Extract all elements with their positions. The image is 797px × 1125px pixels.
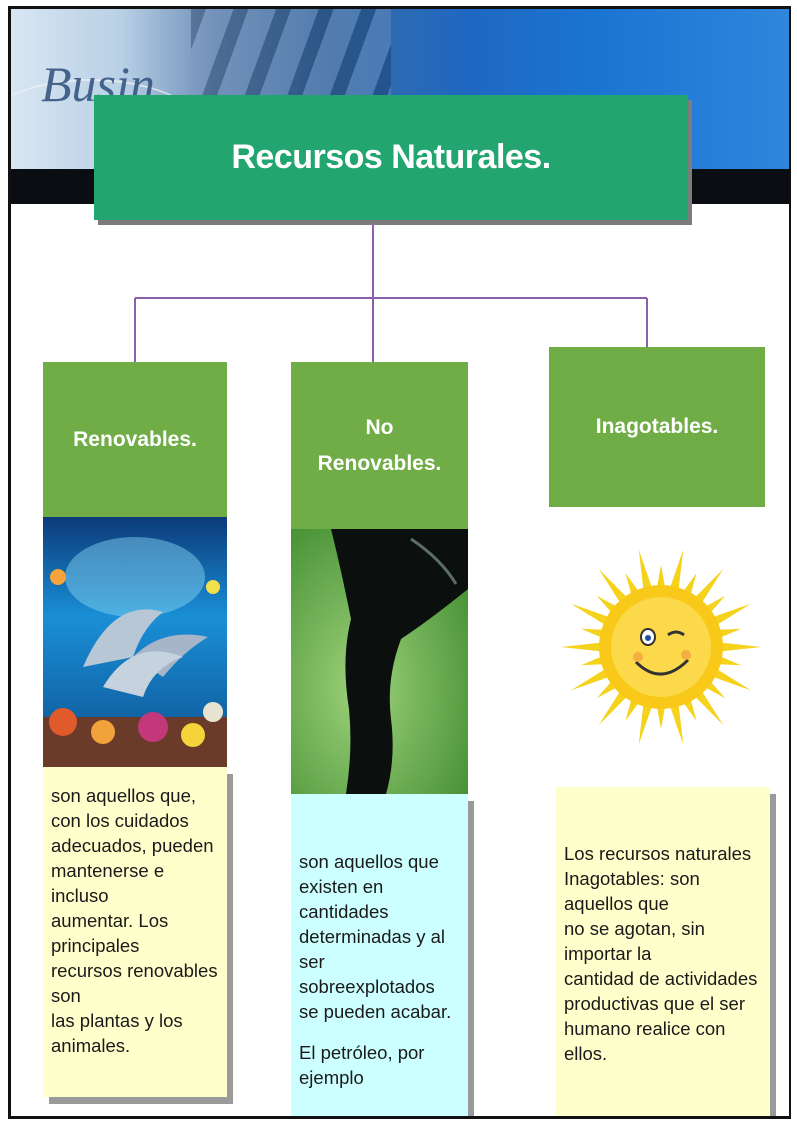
category-inagotables: Inagotables.: [549, 347, 765, 507]
category-label: Inagotables.: [595, 415, 719, 438]
category-description: son aquellos que, con los cuidados adecu…: [51, 785, 218, 1056]
ocean-dolphins-image: [43, 517, 227, 767]
connector-lines: [134, 221, 648, 365]
title-box: Recursos Naturales.: [94, 95, 688, 220]
note-renovables: son aquellos que, con los cuidados adecu…: [43, 767, 227, 1097]
category-example: El petróleo, por ejemplo: [299, 1042, 425, 1088]
category-description: Los recursos naturales Inagotables: son …: [564, 843, 758, 1064]
page-title: Recursos Naturales.: [231, 138, 551, 176]
note-no-renovables: son aquellos que existen en cantidades d…: [291, 794, 468, 1116]
note-inagotables: Los recursos naturales Inagotables: son …: [556, 787, 770, 1116]
oil-pour-image: [291, 529, 468, 794]
category-label: No Renovables.: [317, 415, 442, 475]
banner-swoosh: [11, 79, 211, 189]
smiling-sun-image: [556, 517, 766, 787]
slide: Busin Recursos Naturales. Renovables.: [8, 6, 791, 1119]
category-label: Renovables.: [73, 427, 197, 451]
category-renovables: Renovables.: [43, 362, 227, 517]
category-description: son aquellos que existen en cantidades d…: [299, 851, 452, 1022]
category-no-renovables: No Renovables.: [291, 362, 468, 529]
